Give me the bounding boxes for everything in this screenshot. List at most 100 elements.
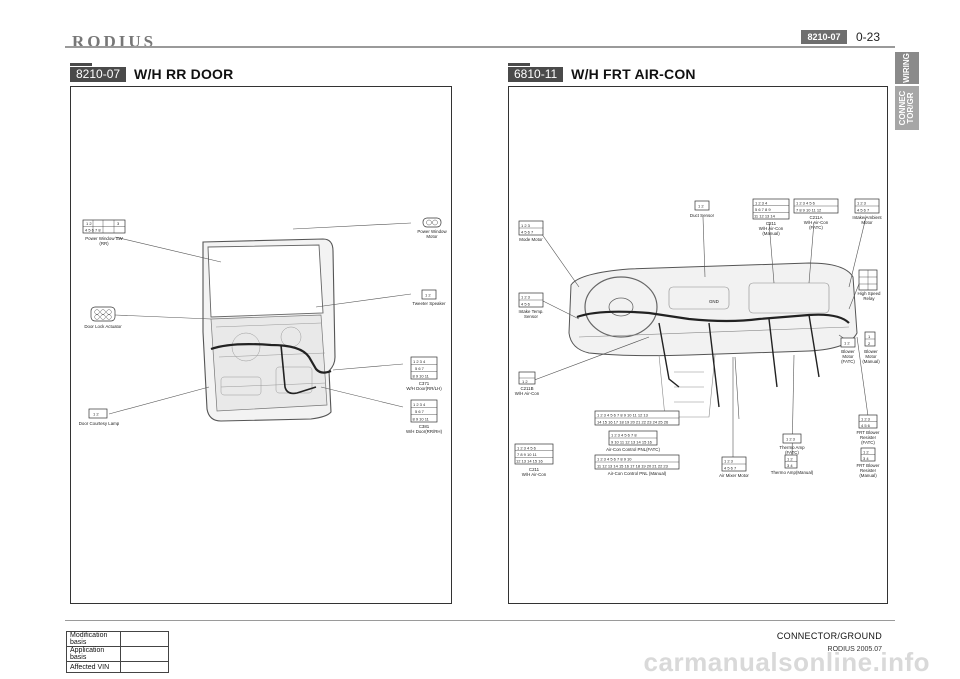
application-basis-value — [120, 646, 169, 662]
svg-text:4 5 6 7: 4 5 6 7 — [521, 230, 534, 235]
svg-text:4 5 6: 4 5 6 — [521, 302, 531, 307]
c211b-connector: 1 2 — [518, 371, 536, 385]
svg-text:4 5 6 7 8: 4 5 6 7 8 — [85, 228, 101, 233]
header-code-chip: 8210-07 — [801, 30, 847, 44]
gnd-label: GND — [709, 299, 719, 304]
tab-wiring[interactable]: WIRING — [895, 52, 919, 84]
svg-text:1 2 3 4: 1 2 3 4 — [413, 402, 426, 407]
modification-basis-label: Modification basis — [66, 631, 121, 647]
modification-row: Modification basis — [66, 631, 169, 647]
air-mixer-label: Air Mixer Motor — [719, 473, 749, 478]
leader-lines — [108, 222, 412, 415]
tweeter-label: Tweeter Speaker — [412, 301, 446, 306]
door-harness — [210, 343, 332, 374]
intake-ambient-connector: 1 2 3 4 5 6 7 — [854, 198, 880, 214]
duct-sensor-connector: 1 2 — [694, 200, 710, 211]
aircon-harness — [576, 310, 850, 324]
courtesy-lamp-label: Door Courtesy Lamp — [79, 421, 120, 426]
thermo-fatc-connector: 1 2 3 — [782, 433, 802, 444]
affected-vin-label: Affected VIN — [66, 661, 121, 673]
left-section-header: 8210-07 W/H RR DOOR — [70, 62, 234, 82]
page-number: 0-23 — [856, 30, 881, 44]
svg-text:5 6 7: 5 6 7 — [415, 366, 425, 371]
pw-switch-label: Power Window SW(RR) — [85, 236, 123, 246]
frt-aircon-diagram: GND 1 2 34 5 6 7 Mode Motor 1 2 Duct Sen… — [514, 198, 882, 478]
brand-logo: RODIUS — [72, 32, 157, 51]
right-section-header: 6810-11 W/H FRT AIR-CON — [508, 62, 696, 82]
svg-text:1 2: 1 2 — [93, 412, 99, 417]
panel-fatc-connector-a: 1 2 3 4 5 6 7 8 9 10 11 12 13 14 15 16 17… — [594, 410, 680, 426]
svg-text:1 2: 1 2 — [425, 293, 431, 298]
svg-text:1 2 3: 1 2 3 — [786, 437, 796, 442]
svg-text:4 5 6 7: 4 5 6 7 — [857, 208, 870, 213]
tab-wiring-label: WIRING — [902, 53, 911, 83]
svg-text:1 2 3: 1 2 3 — [724, 459, 734, 464]
svg-text:8 9 10 11: 8 9 10 11 — [413, 374, 430, 379]
svg-text:1 2: 1 2 — [698, 204, 704, 209]
svg-text:1 2: 1 2 — [522, 379, 528, 384]
right-section-title: W/H FRT AIR-CON — [571, 66, 696, 82]
svg-text:4 5 6: 4 5 6 — [861, 423, 871, 428]
svg-text:1 2 3 4 5 6 7 8: 1 2 3 4 5 6 7 8 — [611, 433, 637, 438]
left-section-title: W/H RR DOOR — [134, 66, 234, 82]
intake-temp-connector: 1 2 3 4 5 6 — [518, 292, 544, 308]
svg-text:5 6 7 8 9: 5 6 7 8 9 — [755, 207, 771, 212]
resistor-manual-connector: 1 23 4 — [860, 447, 876, 462]
door-window — [207, 244, 324, 318]
air-mixer-connector: 1 2 3 4 5 6 7 — [721, 456, 747, 472]
svg-text:8 9 10 11: 8 9 10 11 — [413, 417, 430, 422]
svg-text:1 2: 1 2 — [863, 450, 869, 455]
right-section-code: 6810-11 — [508, 62, 564, 82]
door-lock-connector — [90, 306, 116, 322]
svg-text:7 8 9 10 11: 7 8 9 10 11 — [517, 452, 537, 457]
svg-text:9 10 11 12 13 14 15 16: 9 10 11 12 13 14 15 16 — [611, 440, 653, 445]
thermo-manual-label: Thermo Amp(Manual) — [771, 470, 814, 475]
svg-text:1 2 3 4: 1 2 3 4 — [755, 201, 768, 206]
panel-fatc-label: Air-Con Control PNL(FATC) — [606, 447, 660, 452]
high-speed-relay-connector — [858, 269, 878, 291]
affected-vin-row: Affected VIN — [66, 661, 169, 673]
c211-manual-connector: 1 2 3 45 6 7 8 911 12 13 14 — [752, 198, 790, 220]
svg-text:1 2: 1 2 — [844, 341, 850, 346]
tweeter-connector: 1 2 — [421, 289, 437, 300]
left-section-code: 8210-07 — [70, 62, 127, 82]
application-basis-label: Application basis — [66, 646, 121, 662]
thermo-manual-connector: 1 23 4 — [784, 454, 798, 469]
svg-text:1 2 3 4 5 6: 1 2 3 4 5 6 — [517, 446, 537, 451]
svg-text:1 2 3 4: 1 2 3 4 — [413, 359, 426, 364]
c211a-fatc-connector: 1 2 3 4 5 67 8 9 10 11 12 — [793, 198, 839, 214]
svg-text:1 2 3: 1 2 3 — [857, 201, 867, 206]
svg-text:1 2 3: 1 2 3 — [861, 417, 871, 422]
duct-sensor-label: Duct Sensor — [690, 213, 715, 218]
svg-text:1 2: 1 2 — [86, 221, 92, 226]
affected-vin-value — [120, 661, 169, 673]
footer-edition: RODIUS 2005.07 — [827, 646, 882, 653]
c371-connector: 1 2 3 4 5 6 7 8 9 10 11 — [410, 356, 438, 380]
svg-text:1 2 3 4 5 6 7 8 9 10: 1 2 3 4 5 6 7 8 9 10 — [597, 457, 632, 462]
svg-text:1 2 3: 1 2 3 — [521, 295, 531, 300]
svg-text:14 15 16 17 18 19 20 21 22 23: 14 15 16 17 18 19 20 21 22 23 24 25 26 — [597, 420, 669, 425]
door-inner-panel — [210, 314, 328, 412]
svg-text:4 5 6 7: 4 5 6 7 — [724, 466, 737, 471]
steering-wheel — [584, 276, 658, 338]
svg-text:1 2 3 4 5 6 7 8 9 10 11 12 13: 1 2 3 4 5 6 7 8 9 10 11 12 13 — [597, 413, 649, 418]
top-divider — [65, 46, 895, 48]
svg-text:12 13 14 15 16: 12 13 14 15 16 — [516, 459, 543, 464]
c211-bottom-connector: 1 2 3 4 5 67 8 9 10 11 12 13 14 15 16 — [514, 443, 554, 465]
